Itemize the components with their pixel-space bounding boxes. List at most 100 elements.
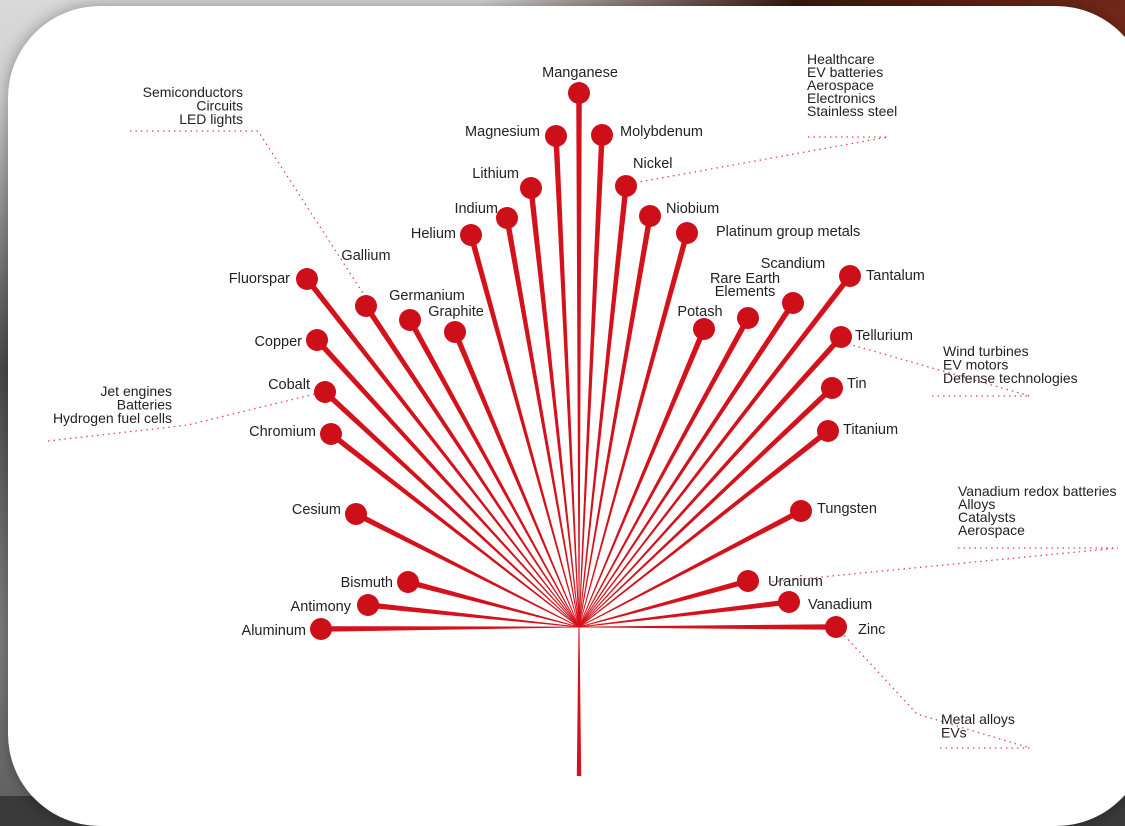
node-gallium [355,295,377,317]
leader-line [841,632,1031,749]
node-potash [693,318,715,340]
node-aluminum [310,618,332,640]
label-aluminum: Aluminum [242,623,306,639]
vein-molybdenum [578,134,605,628]
annotation-line: Vanadium redox batteries [958,483,1117,499]
node-bismuth [397,571,419,593]
veins [296,82,861,776]
vein-gallium [363,304,580,628]
node-scandium [782,292,804,314]
label-uranium: Uranium [768,574,823,590]
vein-cesium [354,511,580,628]
label-tellurium: Tellurium [855,328,913,344]
node-indium [496,207,518,229]
label-magnesium: Magnesium [465,124,540,140]
node-titanium [817,420,839,442]
vein-aluminum [320,626,580,632]
label-zinc: Zinc [858,622,885,638]
node-tellurium [830,326,852,348]
label-antimony: Antimony [291,599,352,615]
mineral-leaf-diagram: AluminumAntimonyBismuthCesiumChromiumCob… [47,51,1119,776]
vein-zinc [579,624,836,630]
label-tin: Tin [847,376,867,392]
label-vanadium: Vanadium [808,597,872,613]
leader-line [851,344,1031,397]
vein-potash [578,327,707,628]
annotation-line: Jet engines [100,383,172,399]
label-gallium: Gallium [341,248,390,264]
node-cobalt [314,381,336,403]
node-graphite [444,321,466,343]
label-platinum: Platinum group metals [716,224,860,240]
annotation-line: EVs [941,725,967,741]
annotation-line: Semiconductors [143,84,243,100]
vein-bismuth [407,579,580,628]
label-scandium: Scandium [761,256,825,272]
label-chromium: Chromium [249,424,316,440]
vein-tantalum [578,274,853,628]
leader-lines [47,130,1119,749]
vein-niobium [578,215,653,628]
vein-titanium [578,428,830,628]
label-cesium: Cesium [292,502,341,518]
node-nickel [615,175,637,197]
label-tungsten: Tungsten [817,501,877,517]
node-magnesium [545,125,567,147]
vein-uranium [578,578,749,628]
leader-line [769,547,1119,583]
annotation-line: Hydrogen fuel cells [53,410,172,426]
label-potash: Potash [677,304,722,320]
vein-graphite [452,330,580,628]
node-niobium [639,205,661,227]
annotation-vanadium-uses: Vanadium redox batteriesAlloysCatalystsA… [958,483,1117,538]
vein-tin [578,385,834,628]
label-bismuth: Bismuth [341,575,393,591]
label-indium: Indium [454,201,498,217]
node-tungsten [790,500,812,522]
vein-germanium [407,318,580,628]
label-germanium: Germanium [389,288,465,304]
node-fluorspar [296,268,318,290]
vein-cobalt [323,389,580,628]
vein-scandium [578,301,796,628]
annotation-line: Aerospace [807,77,874,93]
annotation-line: Catalysts [958,509,1016,525]
vein-fluorspar [304,277,580,628]
node-chromium [320,423,342,445]
label-graphite: Graphite [428,304,484,320]
leaf-stem [576,627,582,776]
vein-lithium [528,187,580,628]
label-manganese: Manganese [542,65,618,81]
leader-line [130,130,369,302]
vein-indium [504,217,580,628]
annotation-line: Metal alloys [941,711,1015,727]
node-vanadium [778,591,800,613]
node-zinc [825,616,847,638]
node-cesium [345,503,367,525]
label-helium: Helium [411,226,456,242]
vein-platinum [578,232,690,628]
node-ree [737,307,759,329]
diagram-card [8,6,1125,826]
vein-tungsten [578,508,803,628]
annotation-line: Batteries [117,397,172,413]
node-germanium [399,309,421,331]
node-antimony [357,594,379,616]
annotation-line: Defense technologies [943,370,1078,386]
annotation-line: Stainless steel [807,103,897,119]
vein-chromium [329,431,580,628]
node-lithium [520,177,542,199]
label-lithium: Lithium [472,166,519,182]
vein-manganese [576,93,582,627]
label-tantalum: Tantalum [866,268,925,284]
vein-copper [314,338,580,628]
node-platinum [676,222,698,244]
label-nickel: Nickel [633,156,672,172]
vein-antimony [367,602,580,628]
